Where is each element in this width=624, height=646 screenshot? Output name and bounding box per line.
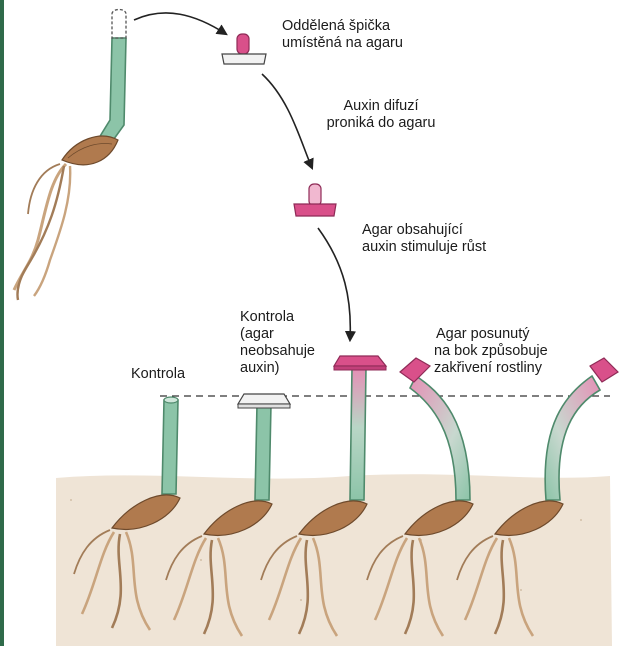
seed-with-roots <box>366 500 474 637</box>
seedling-bent-right-agar <box>544 357 619 501</box>
seed-with-roots <box>260 500 368 637</box>
seedling-bent-left-agar <box>399 357 471 501</box>
tip-on-agar-icon <box>221 33 267 65</box>
root <box>493 539 506 635</box>
label-control-agar: Kontrola (agar neobsahuje auxin) <box>240 309 315 377</box>
root <box>80 531 116 615</box>
label-tip-on-agar: Oddělená špička umístěná na agaru <box>282 18 403 52</box>
root <box>311 537 339 637</box>
root <box>373 537 409 621</box>
label-line: Agar obsahující <box>362 222 463 238</box>
root <box>165 535 203 581</box>
label-auxin-diffuses: Auxin difuzí proniká do agaru <box>296 98 466 132</box>
label-line: auxin) <box>240 360 280 376</box>
root <box>403 539 416 635</box>
auxin-agar-icon <box>293 183 337 217</box>
page-edge-bar <box>0 0 4 646</box>
curved-arrow-icon <box>317 227 357 343</box>
soil-area <box>56 474 612 646</box>
seedling-auxin-agar <box>332 355 388 501</box>
label-control: Kontrola <box>131 366 186 382</box>
curved-arrow-icon <box>261 73 314 171</box>
label-agar-stimulates: Agar obsahující auxin stimuluje růst <box>362 222 486 256</box>
label-line: neobsahuje <box>240 343 315 359</box>
label-line: Auxin difuzí <box>343 98 419 114</box>
label-line: umístěná na agaru <box>282 35 403 51</box>
root <box>260 535 298 581</box>
root <box>216 537 244 637</box>
curved-arrow-icon <box>133 12 228 36</box>
root <box>456 535 494 581</box>
root <box>507 537 535 637</box>
label-line: Kontrola <box>240 309 295 325</box>
label-line: zakřivení rostliny <box>434 360 542 376</box>
seedling-control-agar <box>236 393 292 501</box>
seedling-control <box>161 396 179 495</box>
root <box>417 537 445 637</box>
label-line: na bok způsobuje <box>434 343 548 359</box>
seed-with-roots <box>456 500 564 637</box>
seedling-cut-tip <box>12 8 127 301</box>
root <box>110 533 123 629</box>
seed-with-roots <box>165 500 273 637</box>
label-line: auxin stimuluje růst <box>362 239 487 255</box>
label-agar-shifted: Agar posunutý na bok způsobuje zakřivení… <box>434 326 548 377</box>
root <box>463 537 499 621</box>
root <box>366 535 404 581</box>
label-line: Oddělená špička <box>282 18 391 34</box>
root <box>73 529 111 575</box>
seed-with-roots <box>73 494 181 631</box>
label-line: (agar <box>240 326 274 342</box>
root <box>124 531 152 631</box>
root <box>297 539 310 635</box>
root <box>172 537 208 621</box>
root <box>202 539 215 635</box>
label-line: proniká do agaru <box>326 115 436 131</box>
label-line: Agar posunutý <box>436 326 530 342</box>
root <box>267 537 303 621</box>
